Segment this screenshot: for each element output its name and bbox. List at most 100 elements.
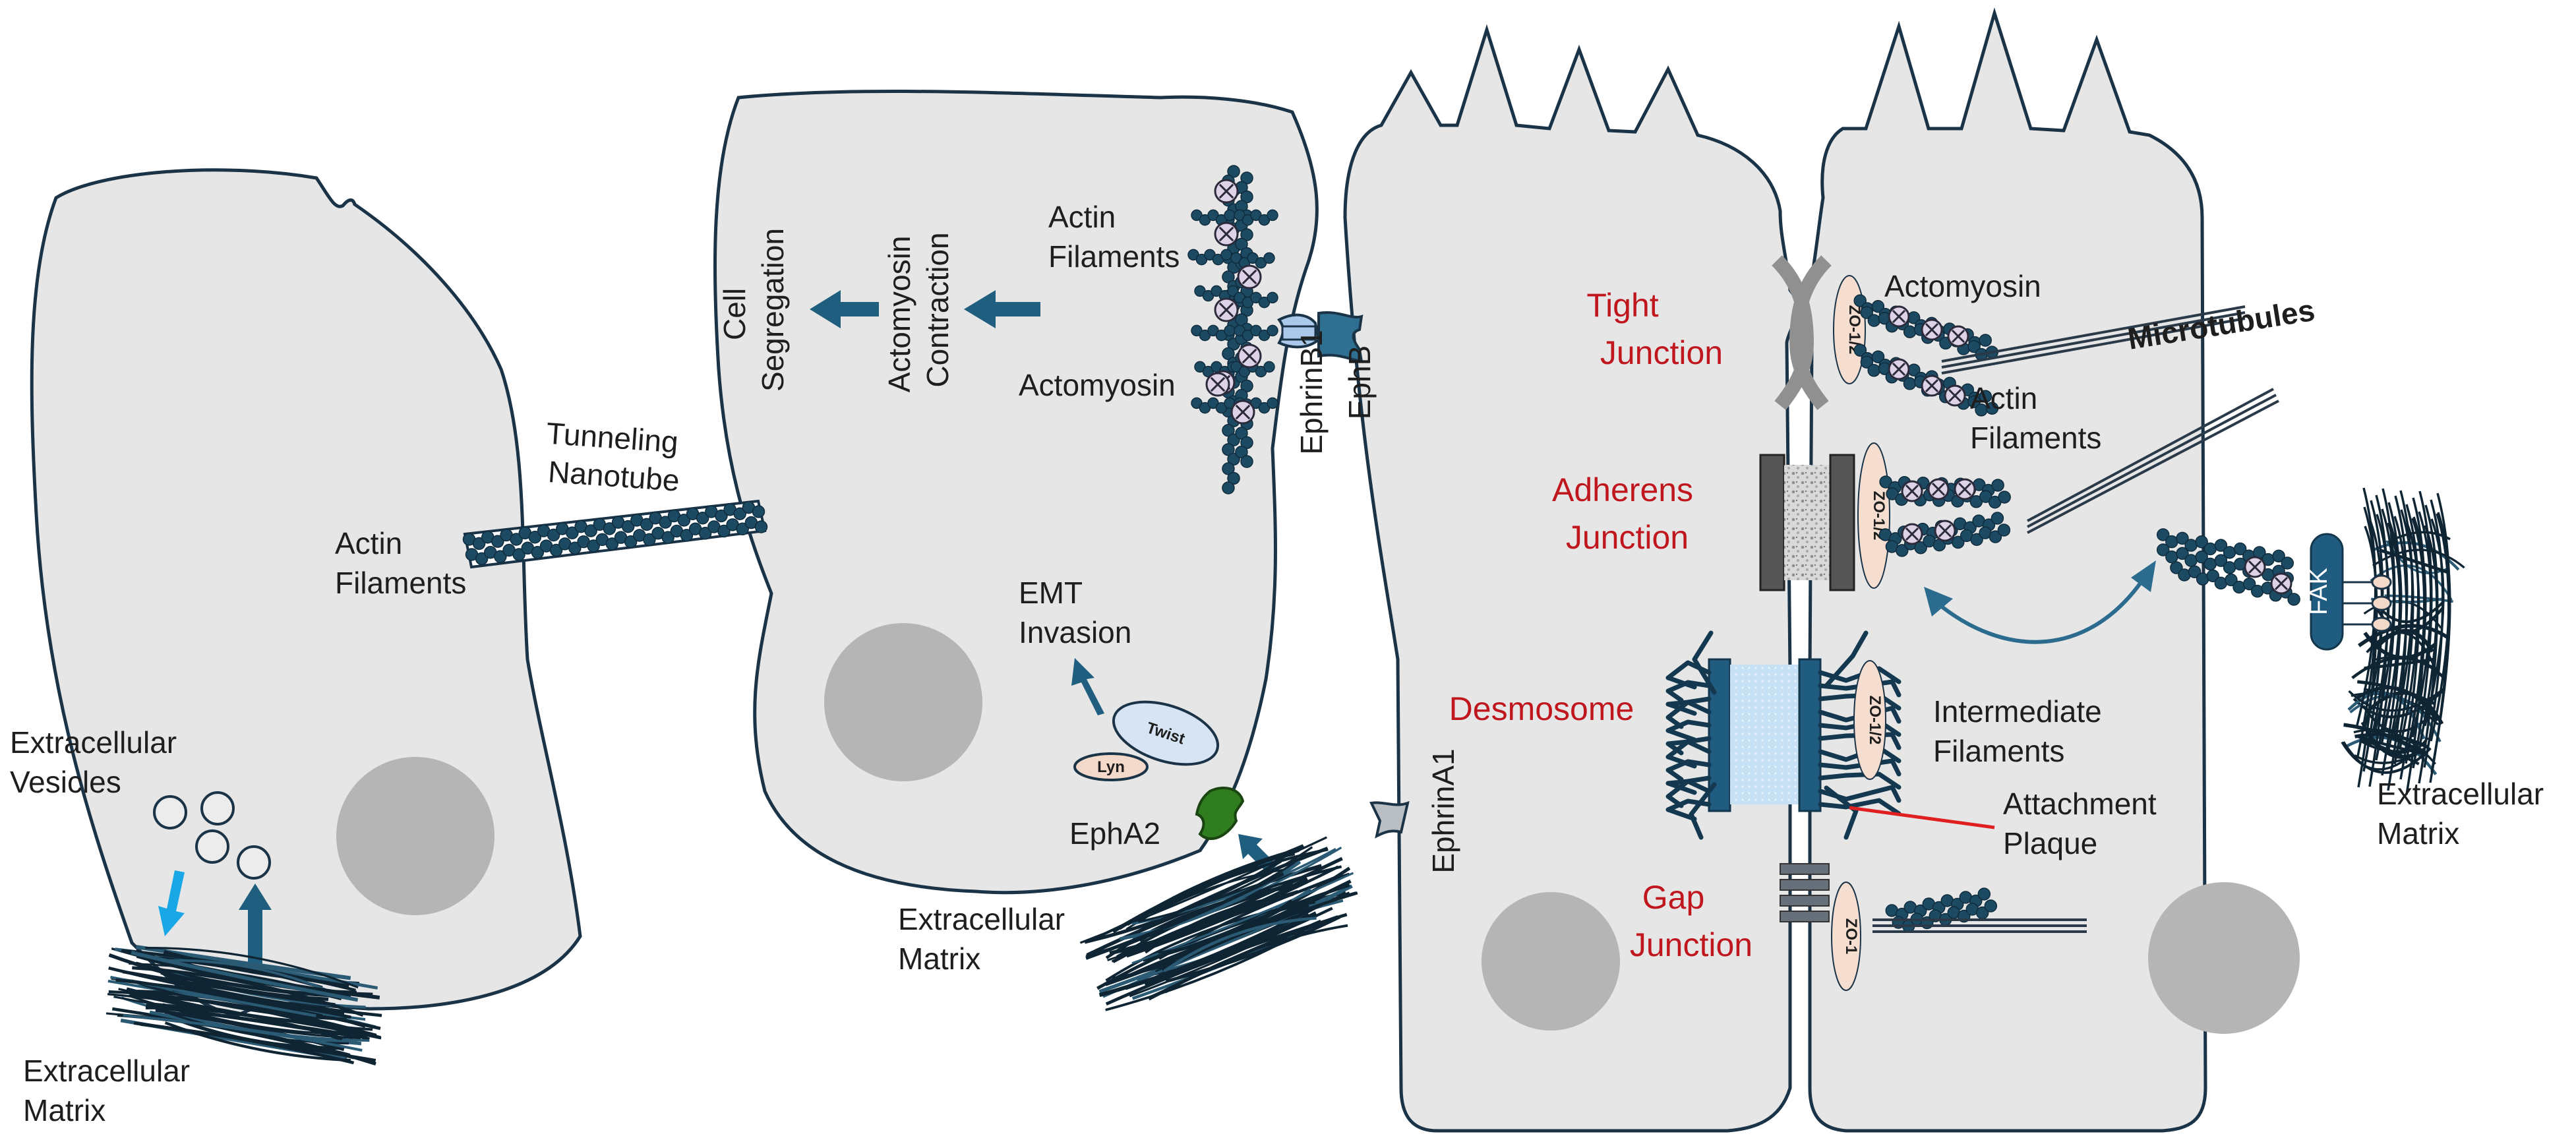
actin-bead [1871,350,1885,363]
actin-bead [2281,556,2294,570]
vesicle-circle [153,795,187,829]
tunneling-nanotube-label: Tunneling Nanotube [543,416,688,498]
actin-bead [2287,593,2300,606]
myosin-cross [1205,372,1230,397]
actin-bead [1853,344,1867,357]
actin-bead [680,529,694,542]
actomyosin-contraction-label: Actomyosin Contraction [882,227,955,393]
ecm-fiber [1148,915,1339,1001]
actin-bead [1220,249,1232,261]
actin-bead [1240,455,1253,468]
actin-bead [643,533,656,547]
actin-bead [2195,535,2208,549]
actin-bead [2272,549,2285,563]
myosin-cross [1888,358,1910,380]
actin-bead [1227,165,1240,178]
ecm-fiber [2387,495,2409,750]
actin-bead [1984,899,1998,913]
nucleus-middle [824,623,982,781]
zo12-oval-adherens: ZO-1/2 [1857,442,1890,589]
actin-bead [661,531,674,544]
actin-bead [1998,491,2011,504]
lyn-oval: Lyn [1073,752,1149,781]
actin-bead [1991,479,2004,492]
actin-bead [1222,443,1235,456]
actin-bead [1979,334,1992,347]
actin-bead [531,545,545,559]
adherens-junction-structure [1759,454,1855,591]
ecm-fiber [2393,509,2414,765]
actin-bead [1224,324,1236,337]
ecm-fiber [1163,916,1317,973]
ephrina1-receptor [1369,800,1410,839]
vesicle-circle [237,845,271,880]
ecm-fiber [115,978,351,1019]
ephrinb1-receptor [1276,313,1321,349]
actin-bead [472,537,486,551]
actin-bead [2176,531,2189,545]
ephb-label: EphB [1342,345,1377,420]
myosin-cross [1934,520,1956,542]
ecm-fiber [151,1002,382,1040]
ecm-fiber [1165,915,1341,983]
myosin-cross [1901,523,1923,545]
filament [1665,779,1712,808]
ephb-receptor [1317,311,1363,363]
actin-bead [2242,577,2256,591]
myosin-cross [1214,179,1239,204]
ecm-fiber [2418,504,2439,784]
filament [1665,680,1712,703]
actin-bead [754,520,768,533]
filament [1824,785,1859,840]
actin-bead [1222,481,1235,495]
actin-bead [736,522,749,535]
extracellular-vesicles-label: Extracellular Vesicles [10,725,185,799]
actin-bead [1853,294,1867,307]
ecm-bundle-right [2341,487,2465,795]
actin-bead [491,535,504,548]
actin-bead [603,522,616,535]
actin-bead [1227,471,1240,485]
actin-bead [2203,557,2217,571]
actin-bead [510,533,523,546]
ecm-fiber [167,996,382,1038]
actin-bead [1263,252,1275,264]
actin-bead [2188,565,2202,578]
attachment-plaque-pointer [1849,806,1995,829]
cell-segregation-label: Cell Segregation [717,228,790,392]
actin-bead [547,528,560,542]
actin-bead [1979,390,1992,403]
filament [1818,771,1902,790]
nanotube-actin-filaments [462,500,768,566]
cell-epithelial-left [1343,24,1802,1133]
actin-bead [717,524,731,538]
ecm-fiber [1139,847,1329,933]
actin-bead [1903,377,1917,390]
ecm-fiber [2412,491,2433,769]
junction-actin-filaments [1853,294,2300,933]
nucleus-left [336,757,494,915]
ecm-fiber [108,953,329,1002]
filament [1665,739,1712,769]
intermediate-filaments-label: Intermediate Filaments [1933,694,2110,768]
myosin-cross [1954,478,1976,500]
actin-bead [677,514,691,527]
desmosome-label: Desmosome [1449,690,1634,727]
actin-bead [587,539,600,553]
actin-bead [1263,361,1275,373]
gap-junction-structure [1780,863,1830,922]
actin-bead [1977,887,1991,901]
myosin-cross [1927,478,1950,500]
myosin-cross [1214,297,1239,322]
fak-label: FAK [2305,568,2333,615]
actin-bead [1267,291,1278,304]
actin-bead [1867,314,1881,327]
ecm-fiber [1112,850,1290,934]
actin-bead [698,526,712,540]
myosin-cross [1901,480,1923,502]
actin-bead [2195,551,2208,564]
actin-bead [1914,541,1927,555]
vesicle-circle [195,829,229,864]
arrow-icon-emt [1071,658,1104,715]
